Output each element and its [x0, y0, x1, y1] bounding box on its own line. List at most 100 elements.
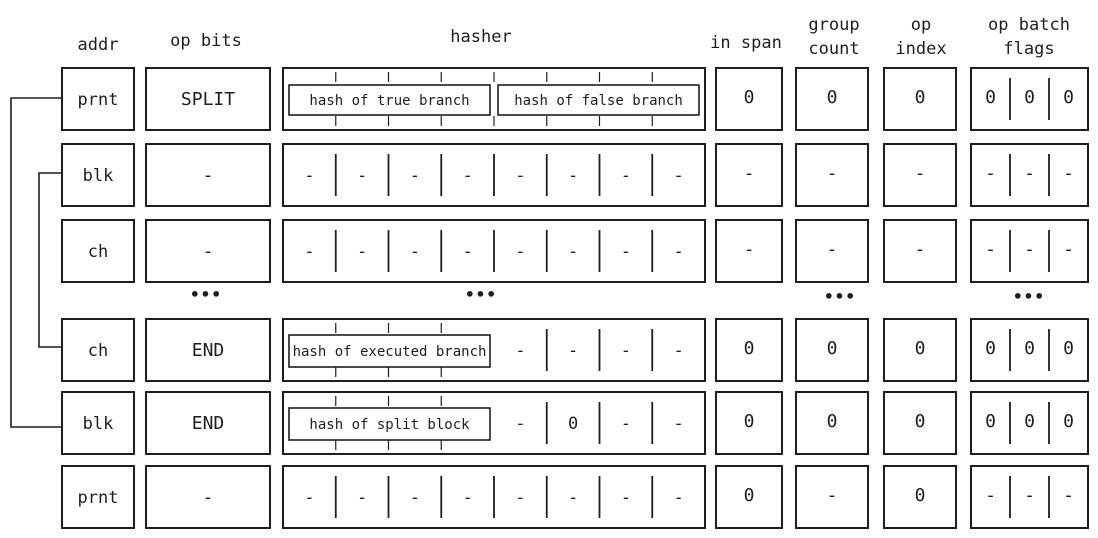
trace-row: blk---------------	[61, 143, 1089, 207]
header-op-batch-flags-line2: flags	[1003, 39, 1054, 59]
op-batch-flags-cell	[970, 143, 1089, 207]
op-index-value: 0	[915, 338, 926, 359]
in-span-value: 0	[744, 411, 755, 432]
op-bits-value: END	[192, 413, 225, 434]
flag-value: 0	[985, 338, 996, 359]
hash-label: hash of executed branch	[293, 344, 487, 360]
op-index-cell	[883, 318, 957, 382]
hasher-value: -	[304, 488, 314, 508]
in-span-cell	[715, 143, 783, 207]
hasher-value: -	[621, 242, 631, 262]
in-span-cell	[715, 219, 783, 283]
addr-cell	[61, 391, 135, 455]
header-hasher: hasher	[450, 27, 511, 47]
hash-label-box	[288, 334, 491, 368]
in-span-cell	[715, 67, 783, 131]
group-count-value: -	[827, 163, 838, 184]
addr-cell	[61, 143, 135, 207]
op-bits-cell	[145, 465, 271, 529]
hasher-value: -	[463, 242, 473, 262]
header-in-span: in span	[710, 33, 782, 53]
trace-row: ch---------------	[61, 219, 1089, 283]
flag-value: 0	[985, 411, 996, 432]
in-span-value: -	[744, 239, 755, 260]
header-op-batch-flags-line1: op batch	[988, 15, 1070, 35]
hasher-value: -	[621, 488, 631, 508]
in-span-cell	[715, 318, 783, 382]
in-span-cell	[715, 465, 783, 529]
header-group-count-line2: count	[808, 39, 859, 59]
addr-cell	[61, 219, 135, 283]
op-batch-flags-cell	[970, 67, 1089, 131]
ellipsis-group-count: •••	[824, 287, 856, 306]
hasher-value: -	[304, 242, 314, 262]
hasher-value: -	[515, 166, 525, 186]
hasher-value: -	[674, 242, 684, 262]
op-index-value: 0	[915, 87, 926, 108]
op-batch-flags-cell	[970, 219, 1089, 283]
header-group-count-line1: group	[808, 15, 859, 35]
flag-value: -	[985, 239, 996, 260]
flag-value: 0	[1024, 411, 1035, 432]
flag-value: -	[1024, 163, 1035, 184]
hasher-value: -	[674, 341, 684, 361]
addr-value: prnt	[78, 90, 119, 110]
hasher-value: -	[515, 488, 525, 508]
header-op-index-line1: op	[911, 15, 931, 35]
hasher-value: -	[357, 242, 367, 262]
hasher-value: -	[410, 488, 420, 508]
group-count-value: 0	[827, 411, 838, 432]
hasher-value: -	[463, 166, 473, 186]
hasher-value: -	[410, 242, 420, 262]
ellipsis-op-bits: •••	[190, 285, 222, 304]
in-span-value: 0	[744, 87, 755, 108]
ellipsis-row: ••• ••• ••• •••	[190, 285, 1044, 306]
in-span-value: -	[744, 163, 755, 184]
header-addr: addr	[78, 35, 119, 55]
hasher-value: -	[357, 166, 367, 186]
connector-blk-to-ch-end	[38, 172, 64, 348]
hash-label-box	[497, 84, 700, 116]
hasher-value: -	[674, 414, 684, 434]
group-count-value: 0	[827, 338, 838, 359]
hasher-value: -	[357, 488, 367, 508]
addr-value: ch	[88, 242, 108, 262]
hasher-value: -	[621, 166, 631, 186]
op-index-value: 0	[915, 485, 926, 506]
hasher-value: -	[463, 488, 473, 508]
op-batch-flags-cell	[970, 465, 1089, 529]
connector-prnt-to-blk-end	[10, 97, 64, 428]
hasher-value: -	[515, 341, 525, 361]
group-count-cell	[795, 391, 869, 455]
addr-value: prnt	[78, 488, 119, 508]
op-index-cell	[883, 465, 957, 529]
flag-value: -	[1024, 239, 1035, 260]
op-batch-flags-cell	[970, 391, 1089, 455]
flag-value: 0	[985, 87, 996, 108]
column-headers: addr op bits hasher in span group count …	[78, 15, 1070, 59]
flag-value: 0	[1063, 87, 1074, 108]
op-index-value: -	[915, 239, 926, 260]
group-count-value: 0	[827, 87, 838, 108]
hasher-value: -	[674, 166, 684, 186]
ellipsis-hasher: •••	[465, 285, 497, 304]
op-index-value: 0	[915, 411, 926, 432]
group-count-cell	[795, 465, 869, 529]
op-index-cell	[883, 391, 957, 455]
flag-value: -	[1024, 485, 1035, 506]
flag-value: -	[1063, 163, 1074, 184]
hasher-value: -	[621, 341, 631, 361]
op-bits-value: -	[203, 165, 214, 186]
hash-label: hash of false branch	[514, 93, 683, 109]
op-bits-cell	[145, 67, 271, 131]
op-index-value: -	[915, 163, 926, 184]
group-count-cell	[795, 67, 869, 131]
flag-value: 0	[1024, 87, 1035, 108]
in-span-value: 0	[744, 338, 755, 359]
group-count-cell	[795, 143, 869, 207]
flag-value: -	[1063, 239, 1074, 260]
hasher-value: -	[515, 242, 525, 262]
